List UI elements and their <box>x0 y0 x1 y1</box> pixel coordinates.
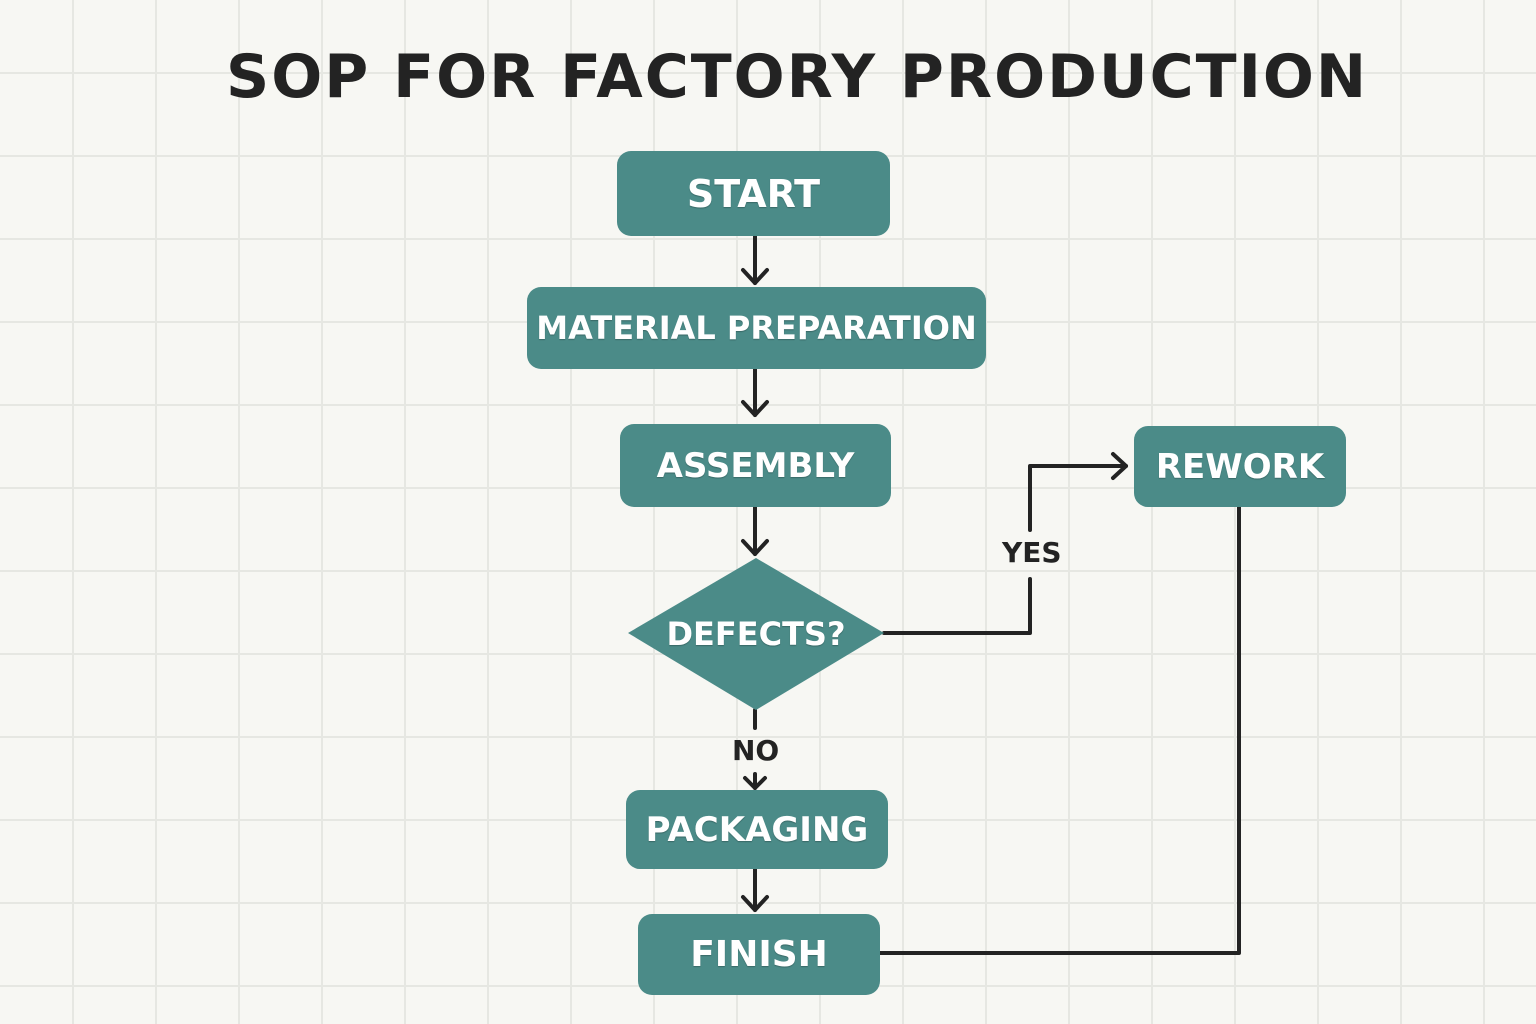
node-finish: FINISH <box>638 914 880 995</box>
decision-diamond <box>628 558 884 710</box>
arrow-assembly-to-defects <box>741 505 769 556</box>
node-start: START <box>617 151 890 236</box>
arrow-defects-to-packaging-no <box>743 708 767 790</box>
node-start-label: START <box>686 171 821 216</box>
node-material-preparation-label: MATERIAL PREPARATION <box>536 309 977 347</box>
node-defects: DEFECTS? <box>628 558 884 710</box>
line-rework-to-finish <box>878 505 1241 955</box>
node-packaging: PACKAGING <box>626 790 888 869</box>
edge-label-no: NO <box>732 734 780 767</box>
node-finish-label: FINISH <box>690 934 828 975</box>
arrow-start-to-material <box>741 234 769 285</box>
node-defects-label: DEFECTS? <box>666 615 846 653</box>
arrow-packaging-to-finish <box>741 867 769 912</box>
node-assembly-label: ASSEMBLY <box>656 445 855 486</box>
arrow-material-to-assembly <box>741 367 769 417</box>
node-assembly: ASSEMBLY <box>620 424 891 507</box>
arrow-defects-to-rework-yes <box>882 452 1128 635</box>
node-rework-label: REWORK <box>1155 446 1325 487</box>
node-packaging-label: PACKAGING <box>645 809 869 850</box>
page-title: SOP FOR FACTORY PRODUCTION <box>226 42 1369 112</box>
edge-label-yes: YES <box>1002 536 1062 569</box>
node-rework: REWORK <box>1134 426 1346 507</box>
node-material-preparation: MATERIAL PREPARATION <box>527 287 986 369</box>
